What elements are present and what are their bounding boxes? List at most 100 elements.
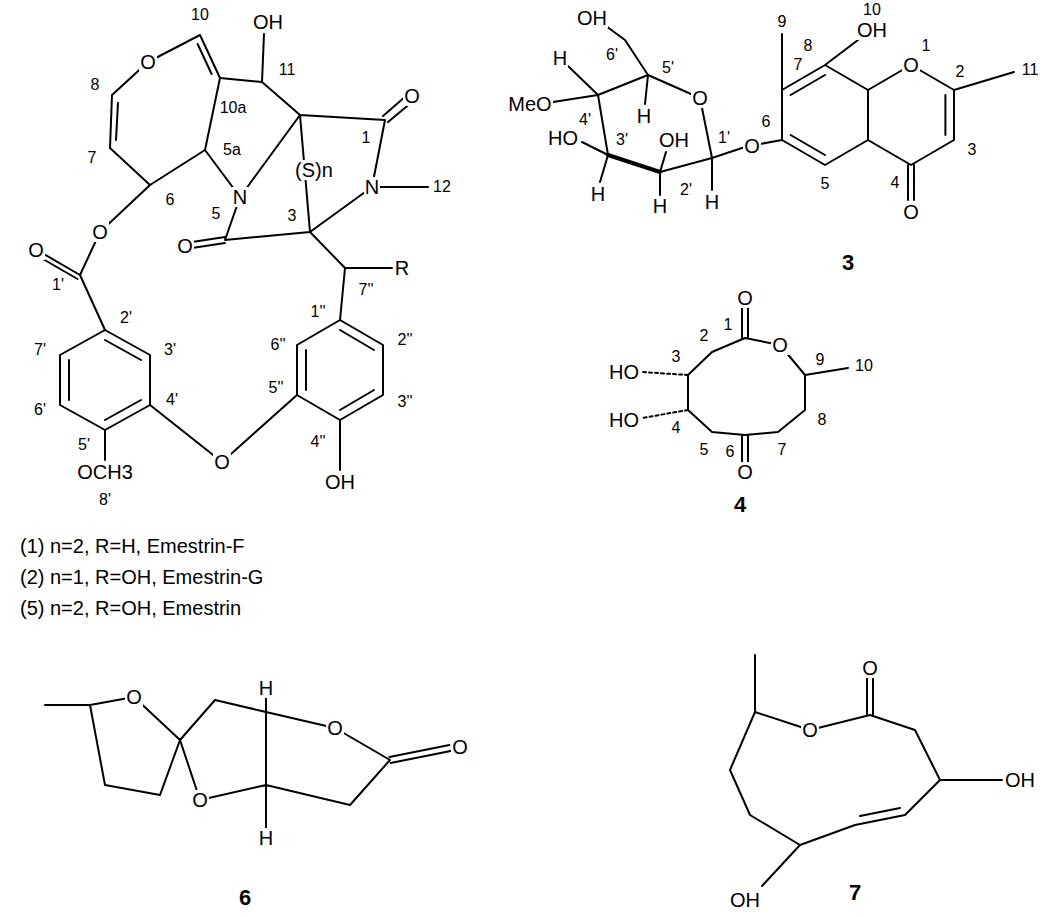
locant-number: 6 [165, 192, 176, 208]
compound-caption: (2) n=1, R=OH, Emestrin-G [19, 567, 264, 587]
spiro-rings [45, 697, 451, 828]
locant-number: 3'' [396, 394, 413, 410]
atom-label: O [771, 335, 789, 355]
atom-label: H [258, 828, 274, 848]
benzene-ring-a [60, 330, 297, 462]
atom-label: O [861, 658, 879, 678]
sugar-substituents [553, 26, 782, 195]
locant-number: 3' [615, 132, 629, 148]
atom-label: N [232, 187, 248, 207]
locant-number: 7 [87, 150, 98, 166]
atom-label: O [801, 720, 819, 740]
locant-number: 5a [222, 142, 242, 158]
locant-number: 5' [661, 60, 675, 76]
locant-number: 5' [77, 437, 91, 453]
atom-label: O [743, 136, 761, 156]
locant-number: 10 [862, 2, 882, 18]
atom-label: O [125, 687, 143, 707]
atom-label: HO [547, 128, 579, 148]
atom-label: O [91, 222, 109, 242]
piperazine-ring [192, 96, 428, 248]
locant-number: 2'' [396, 332, 413, 348]
locant-number: 7' [33, 342, 47, 358]
locant-number: 1' [51, 277, 65, 293]
compound-caption: (1) n=2, R=H, Emestrin-F [19, 536, 246, 556]
locant-number: 1' [717, 130, 731, 146]
atom-label: OH [658, 130, 690, 150]
atom-label: O [691, 88, 709, 108]
locant-number: 7'' [357, 282, 374, 298]
atom-label: OH [576, 8, 608, 28]
atom-label: H [652, 196, 668, 216]
atom-label: H [552, 48, 568, 68]
locant-number: 1 [723, 317, 734, 333]
atom-label: O [27, 240, 45, 260]
atom-label: OH [324, 472, 356, 492]
locant-number: 4' [578, 112, 592, 128]
locant-number: 3 [287, 208, 298, 224]
locant-number: 5 [820, 176, 831, 192]
locant-number: 10a [219, 100, 248, 116]
locant-number: 9 [777, 14, 788, 30]
locant-number: 3 [671, 349, 682, 365]
compound-number: 7 [848, 882, 862, 904]
atom-label: OCH3 [76, 462, 134, 482]
locant-number: 8 [90, 77, 101, 93]
atom-label: OH [252, 12, 284, 32]
locant-number: 9 [815, 352, 826, 368]
atom-label: O [902, 202, 920, 222]
locant-number: 5 [211, 206, 222, 222]
locant-number: 8 [817, 412, 828, 428]
atom-label: N [364, 177, 380, 197]
atom-label: H [590, 184, 606, 204]
locant-number: 2 [699, 328, 710, 344]
locant-number: 6 [725, 444, 736, 460]
atom-label: H [258, 678, 274, 698]
locant-number: 2' [679, 182, 693, 198]
locant-number: 6' [605, 47, 619, 63]
locant-number: 4' [165, 392, 179, 408]
atom-label: O [902, 55, 920, 75]
atom-label: O [403, 86, 421, 106]
atom-label: H [636, 106, 652, 126]
locant-number: 12 [432, 179, 452, 195]
locant-number: 6'' [269, 337, 286, 353]
atom-label: OH [1004, 770, 1036, 790]
benzene-ring-b [297, 320, 383, 470]
locant-number: 8 [803, 38, 814, 54]
pyrrolidine-ring [205, 34, 300, 197]
atom-label: (S)n [294, 160, 334, 180]
compound-number: 4 [733, 494, 747, 516]
atom-label: OH [856, 20, 888, 40]
atom-label: R [394, 258, 410, 278]
locant-number: 6' [33, 402, 47, 418]
locant-number: 1 [921, 38, 932, 54]
locant-number: 11 [1021, 62, 1040, 78]
atom-label: O [139, 52, 157, 72]
locant-number: 8' [98, 492, 112, 508]
locant-number: 4 [890, 175, 901, 191]
locant-number: 5 [699, 442, 710, 458]
locant-number: 1'' [309, 304, 326, 320]
chromone-ring-a [782, 34, 868, 165]
atom-label: O [326, 718, 344, 738]
atom-label: HO [608, 362, 640, 382]
atom-label: O [451, 737, 469, 757]
locant-number: 10 [190, 7, 210, 23]
locant-number: 5'' [267, 380, 284, 396]
atom-label: H [704, 192, 720, 212]
locant-number: 2' [119, 310, 133, 326]
hashed-bonds [642, 372, 688, 418]
locant-number: 11 [278, 62, 297, 78]
locant-number: 2 [955, 64, 966, 80]
locant-number: 4 [671, 420, 682, 436]
atom-label: O [191, 790, 209, 810]
locant-number: 10 [854, 358, 874, 374]
atom-label: O [736, 462, 754, 482]
side-chain-bonds [40, 185, 393, 330]
compound-number: 6 [238, 887, 252, 909]
chromone-ring-b [868, 65, 1014, 200]
compound-number: 3 [841, 252, 855, 274]
